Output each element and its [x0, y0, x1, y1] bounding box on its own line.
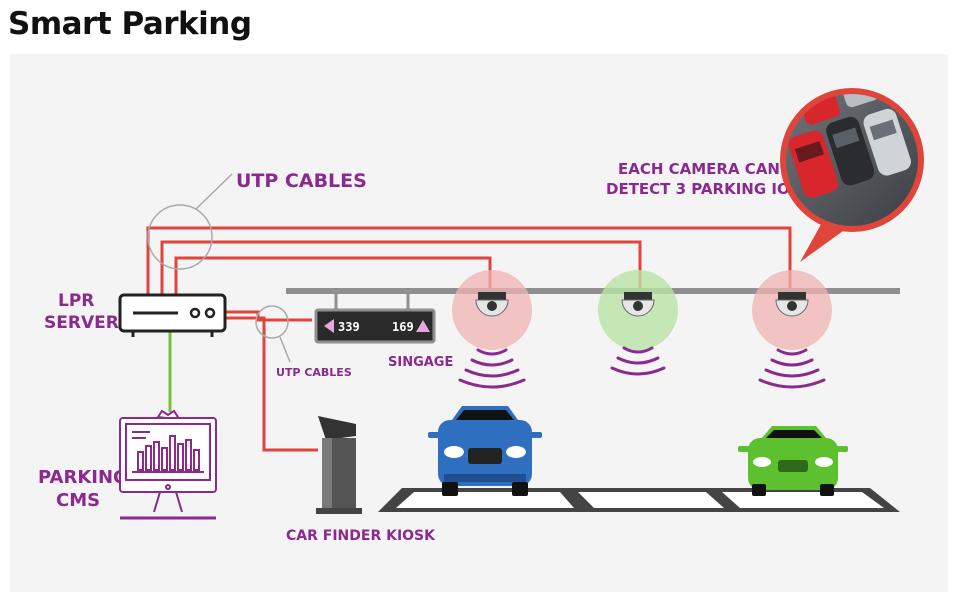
lpr-server-icon: [118, 293, 227, 337]
signage-right-count: 169: [392, 320, 414, 334]
kiosk-icon: [316, 416, 362, 514]
camera-green: [598, 270, 678, 350]
wireless-signal-icon: [610, 346, 666, 376]
parking-photo: [788, 94, 911, 198]
lpr-server-label-line1: LPR: [58, 291, 94, 311]
signage-display: 339 169: [314, 294, 436, 344]
car-icon: [428, 406, 542, 496]
wireless-signal-icon: [758, 348, 826, 389]
camera-note-line2: DETECT 3 PARKING IOT: [606, 180, 801, 198]
signage-left-count: 339: [338, 320, 360, 334]
parking-cms-label-line2: CMS: [56, 490, 100, 511]
kiosk-label: CAR FINDER KIOSK: [286, 528, 436, 544]
page-title: Smart Parking: [8, 6, 252, 42]
utp-cables-label: UTP CABLES: [236, 170, 367, 192]
wireless-signal-icon: [458, 348, 526, 389]
camera-red-1: [452, 270, 532, 350]
signage-label: SINGAGE: [388, 355, 453, 370]
utp-small-callout-pointer: [279, 336, 291, 363]
camera-red-2: [752, 270, 832, 350]
utp-small-callout-circle: [255, 305, 289, 339]
car-icon: [738, 426, 848, 496]
parking-cms-label-line1: PARKING: [38, 467, 128, 488]
camera-note-line1: EACH CAMERA CAN: [618, 160, 780, 178]
up-arrow-icon: [416, 320, 430, 332]
lpr-server-label-line2: SERVER: [44, 313, 119, 333]
utp-callout-pointer: [195, 173, 233, 210]
utp-callout-circle: [147, 204, 213, 270]
utp-cables-small-label: UTP CABLES: [276, 366, 352, 379]
cms-monitor-icon: [119, 409, 217, 520]
ceiling-rail: [286, 288, 900, 294]
left-arrow-icon: [324, 319, 334, 333]
